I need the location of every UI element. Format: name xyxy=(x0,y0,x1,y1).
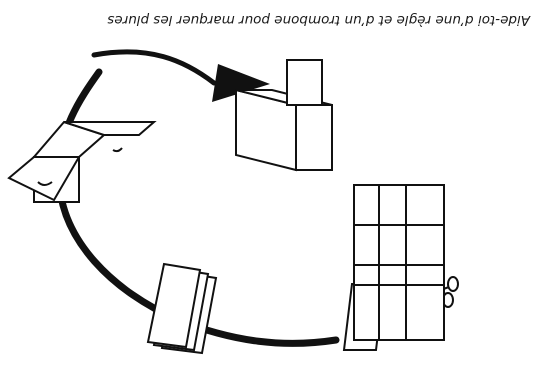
top-arrow-head xyxy=(212,64,270,102)
box-template-icon xyxy=(353,184,445,341)
folded-box-icon xyxy=(7,120,157,203)
top-arrow-body xyxy=(91,49,217,86)
paper-stack-icon xyxy=(146,262,218,355)
finished-box-icon xyxy=(235,59,333,172)
